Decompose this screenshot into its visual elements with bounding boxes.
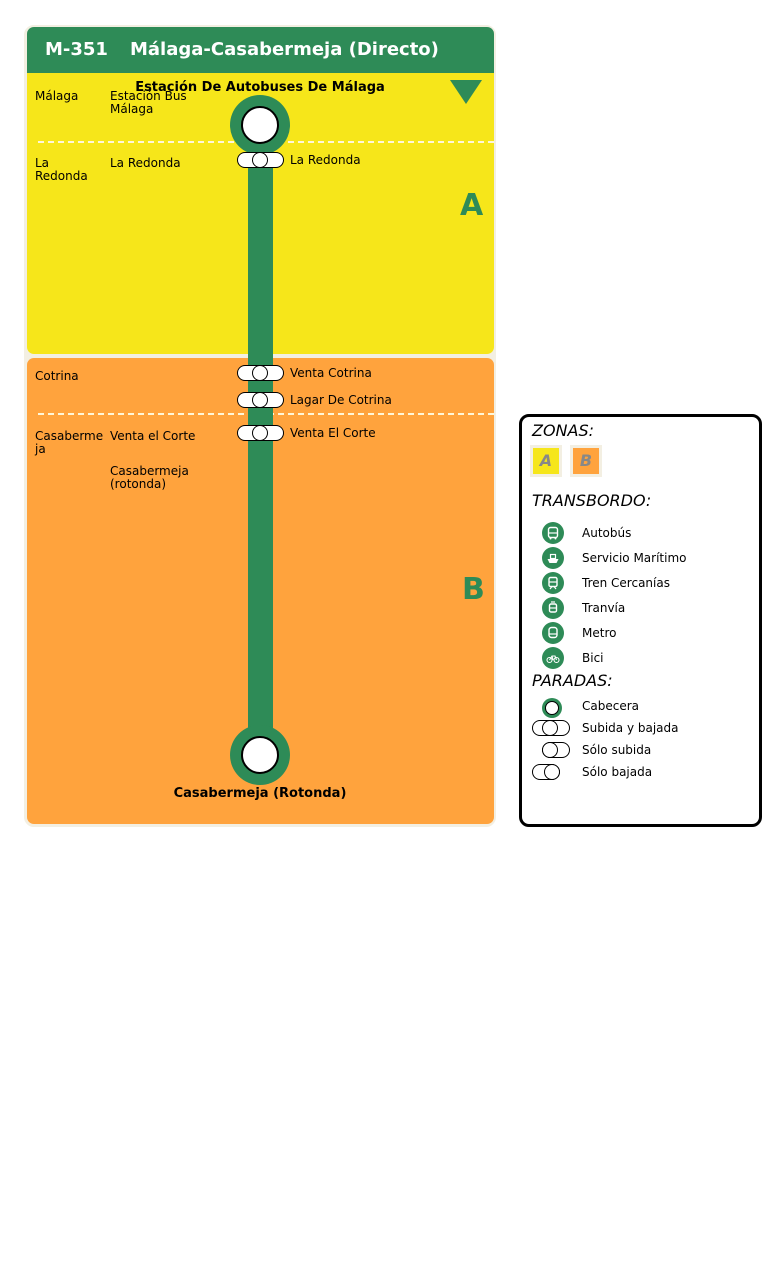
bike-icon (542, 647, 564, 669)
legend-transfer-label: Bici (582, 651, 604, 665)
legend-transfer-label: Tranvía (582, 601, 626, 615)
town-stops: Casabermeja (rotonda) (110, 464, 189, 491)
legend-transfer-label: Tren Cercanías (582, 576, 670, 590)
route-name: Málaga-Casabermeja (Directo) (130, 39, 439, 60)
terminal-start-icon (230, 95, 290, 155)
stop-label: Venta El Corte (290, 426, 376, 440)
direction-arrow-icon (450, 80, 482, 104)
bus-icon (542, 522, 564, 544)
legend-transfer-label: Autobús (582, 526, 632, 540)
legend-stop-label: Subida y bajada (582, 721, 679, 735)
zone-label-a: A (460, 188, 484, 223)
terminal-end-label: Casabermeja (Rotonda) (173, 786, 347, 801)
legend-zone-b-swatch: B (570, 445, 602, 477)
metro-icon (542, 622, 564, 644)
stop-marker-icon (237, 391, 284, 408)
town-stops: La Redonda (110, 156, 181, 170)
route-code: M-351 (45, 39, 108, 60)
stop-label: La Redonda (290, 153, 361, 167)
legend-stops-title: PARADAS: (532, 671, 613, 690)
terminal-end-icon (230, 725, 290, 785)
town-name: La Redonda (35, 156, 88, 183)
stop-marker-icon (237, 364, 284, 381)
route-header: M-351 Málaga-Casabermeja (Directo) (27, 27, 494, 73)
stop-label: Venta Cotrina (290, 366, 372, 380)
town-stops: Venta el Corte (110, 429, 196, 443)
town-name: Casaberme ja (35, 429, 104, 456)
legend-zones-title: ZONAS: (532, 421, 595, 440)
stop-marker-icon (237, 424, 284, 441)
legend-stop-label: Cabecera (582, 699, 639, 713)
town-name: Málaga (35, 89, 79, 103)
legend-zone-a-swatch: A (530, 445, 562, 477)
cabecera-marker-icon (542, 698, 562, 718)
terminal-start-label: Estación De Autobuses De Málaga (135, 80, 385, 95)
ship-icon (542, 547, 564, 569)
zone-label-b: B (462, 572, 485, 607)
town-stops: Estación Bus Málaga (110, 89, 187, 116)
tram-icon (542, 597, 564, 619)
subida-bajada-marker-icon (532, 719, 570, 736)
stop-label: Lagar De Cotrina (290, 393, 392, 407)
legend-panel: ZONAS: A B TRANSBORDO: Autobús Servicio … (519, 414, 762, 827)
legend-transfer-label: Metro (582, 626, 617, 640)
legend-transfer-title: TRANSBORDO: (532, 491, 652, 510)
train-icon (542, 572, 564, 594)
town-name: Cotrina (35, 369, 79, 383)
subida-marker-icon (541, 741, 570, 758)
bajada-marker-icon (532, 763, 560, 780)
legend-stop-label: Sólo bajada (582, 765, 653, 779)
stop-marker-icon (237, 151, 284, 168)
legend-transfer-label: Servicio Marítimo (582, 551, 687, 565)
legend-stop-label: Sólo subida (582, 743, 652, 757)
